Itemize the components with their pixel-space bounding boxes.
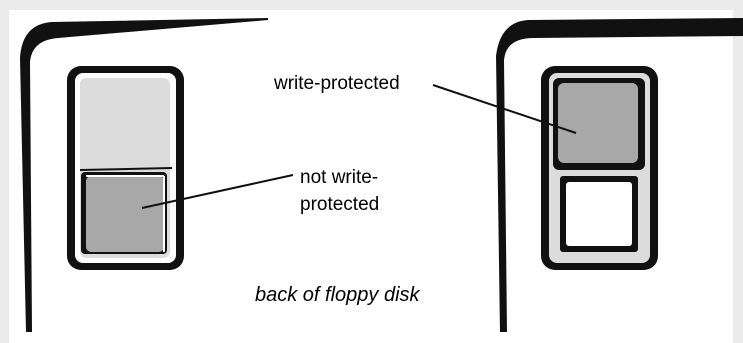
left-write-protect-slot	[67, 66, 184, 270]
open-window	[566, 182, 632, 246]
slider-tab-not-protected	[86, 176, 164, 252]
label-not-write-protected: not write- protected	[300, 164, 379, 218]
leader-line-not-protected	[141, 174, 294, 209]
slider-tab-protected	[558, 83, 638, 163]
caption: back of floppy disk	[255, 284, 420, 306]
right-write-protect-slot	[541, 66, 658, 270]
label-not-write-protected-line1: not write-	[300, 167, 379, 188]
leader-line-protected	[432, 84, 577, 134]
label-write-protected: write-protected	[274, 73, 400, 94]
label-not-write-protected-line2: protected	[300, 194, 380, 215]
